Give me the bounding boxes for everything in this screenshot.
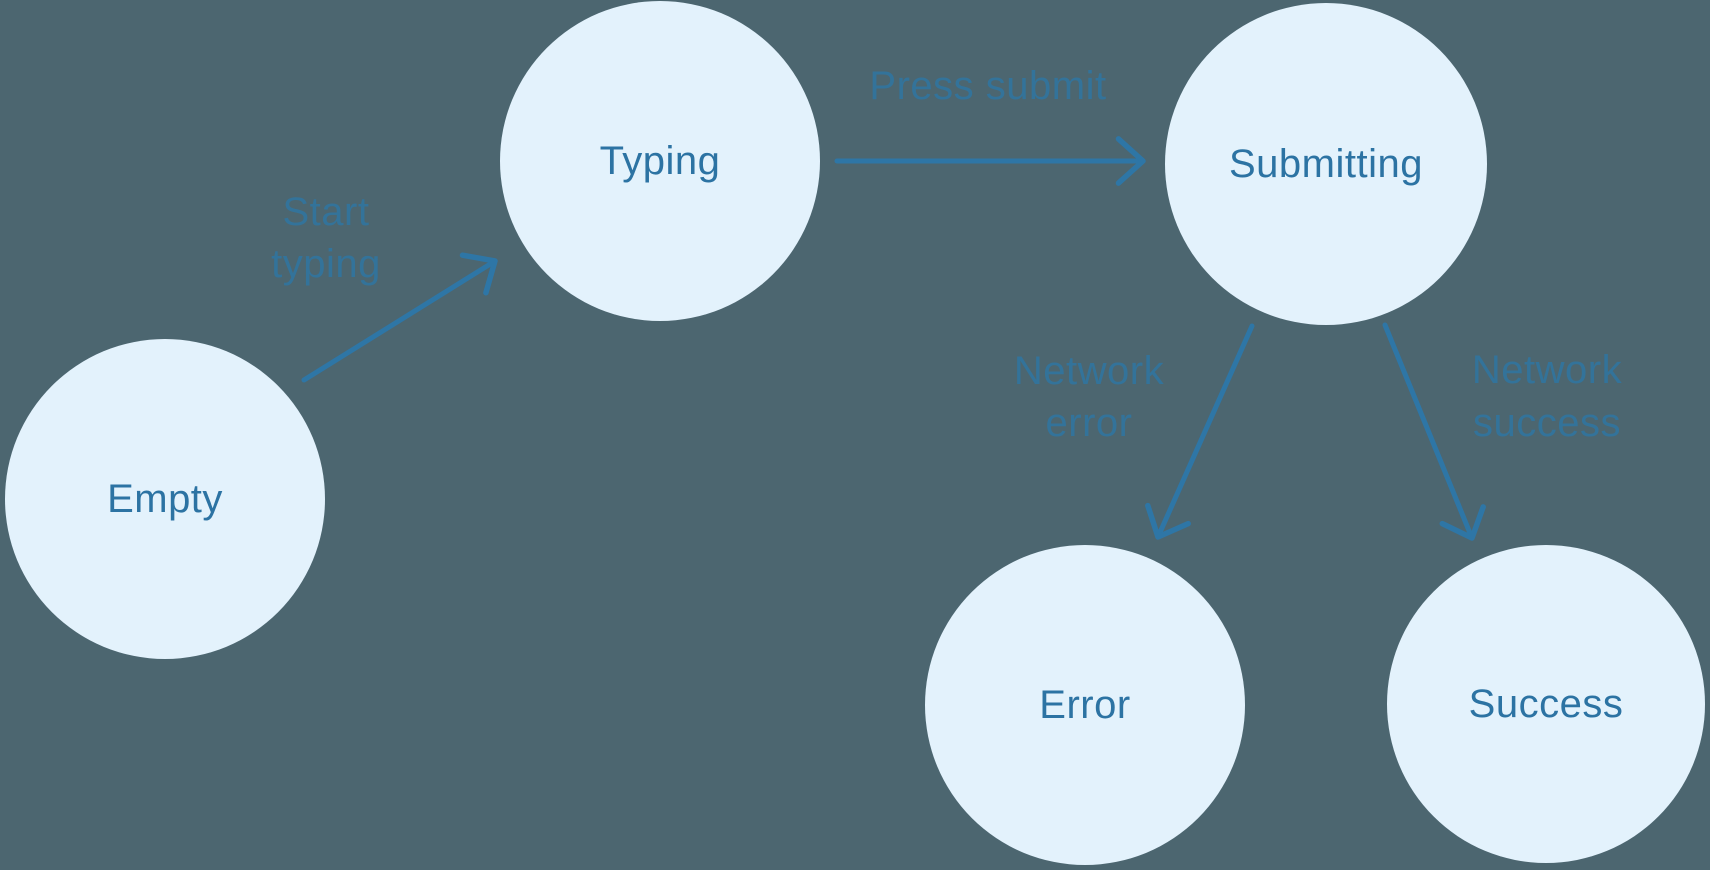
state-node-typing: Typing (500, 1, 820, 321)
transition-arrowhead-network-success (1439, 504, 1486, 541)
transition-press-submit: Press submit (834, 64, 1146, 186)
state-label-success: Success (1469, 682, 1624, 726)
transition-arrowhead-start-typing (459, 252, 498, 296)
transition-line-start-typing (301, 261, 493, 383)
transition-line-network-success (1382, 322, 1473, 535)
transition-arrowhead-network-error (1145, 502, 1191, 540)
transition-arrowhead-press-submit (1115, 136, 1146, 186)
state-label-submitting: Submitting (1229, 142, 1423, 186)
state-node-error: Error (925, 545, 1245, 865)
state-node-empty: Empty (5, 339, 325, 659)
state-node-submitting: Submitting (1165, 3, 1487, 325)
state-circle-submitting (1165, 3, 1487, 325)
state-circle-success (1387, 545, 1705, 863)
transition-label-press-submit: Press submit (869, 64, 1106, 108)
state-label-typing: Typing (600, 139, 721, 183)
state-node-success: Success (1387, 545, 1705, 863)
state-circle-error (925, 545, 1245, 865)
transition-line-network-error (1157, 323, 1255, 534)
state-label-error: Error (1039, 683, 1130, 727)
state-circle-empty (5, 339, 325, 659)
state-circle-typing (500, 1, 820, 321)
state-label-empty: Empty (107, 477, 223, 521)
